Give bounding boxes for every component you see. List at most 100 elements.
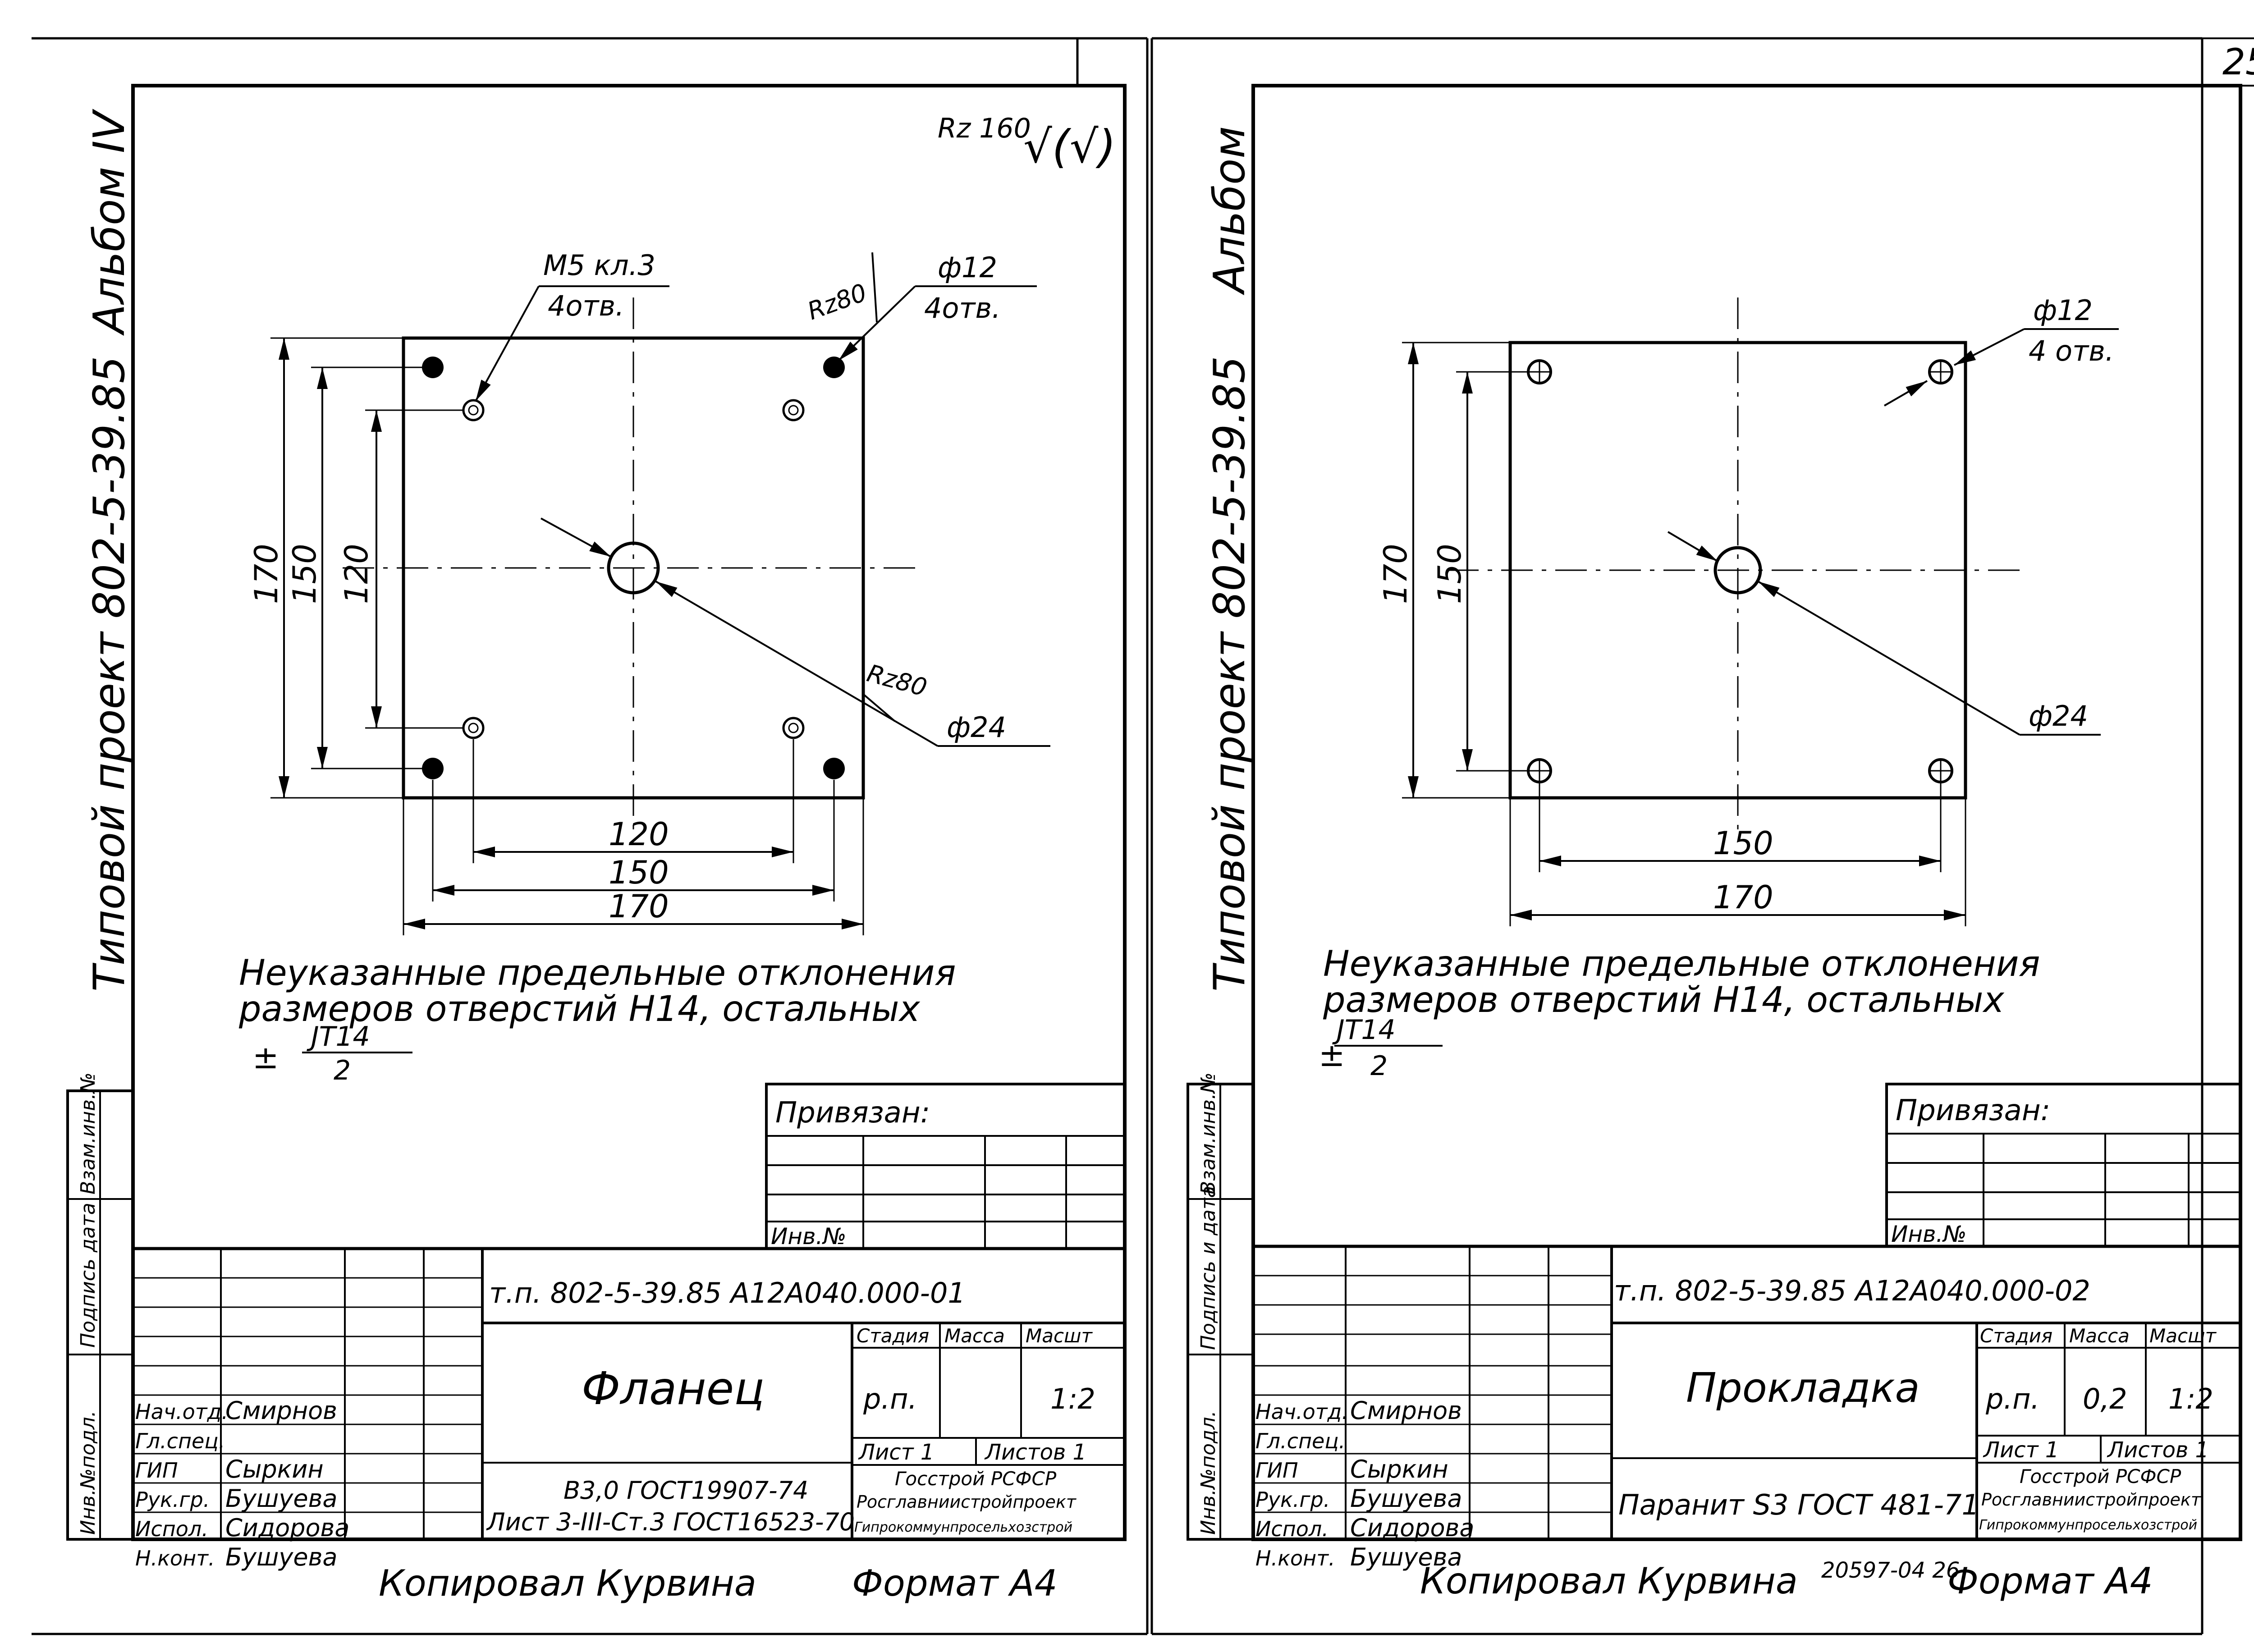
org3: Гипрокоммунпросельхозстрой (854, 1519, 1072, 1535)
dim-v-150: 150 (286, 544, 323, 604)
sheets-label: Листов 1 (2107, 1437, 2209, 1463)
stage-value: р.п. (1985, 1382, 2039, 1415)
sheet-label: Лист 1 (858, 1440, 934, 1465)
org1: Госстрой РСФСР (2020, 1465, 2181, 1487)
role-5: Н.конт. (135, 1546, 215, 1570)
org3: Гипрокоммунпросельхозстрой (1979, 1517, 2197, 1533)
horizontal-dimensions (1509, 782, 1966, 926)
album-label: Альбом IV (85, 109, 134, 336)
callout-thread-size: М5 кл.3 (543, 249, 655, 282)
stage-header: Стадия (1980, 1325, 2052, 1347)
scale-header: Масшт (1026, 1325, 1093, 1347)
note-line2: размеров отверстий Н14, остальных (238, 989, 920, 1030)
note-tol-den: 2 (334, 1055, 351, 1086)
surface-mark: Rz 160 (938, 113, 1031, 144)
org2: Росглавниистройпроект (1981, 1490, 2202, 1510)
corner-holes (1527, 359, 1953, 783)
inv-label: Инв.№ (1891, 1221, 1966, 1247)
side-stamp-sign: Подпись дата (77, 1203, 100, 1348)
role-1: Гл.спец. (1255, 1429, 1345, 1453)
name-5: Бушуева (1350, 1543, 1462, 1571)
role-2: ГИП (1255, 1458, 1298, 1483)
center-hole (1713, 546, 1762, 595)
dim-h-150: 150 (1713, 825, 1773, 862)
part-name: Фланец (582, 1362, 765, 1415)
note-line1: Неуказанные предельные отклонения (1323, 944, 2040, 984)
bound-title: Привязан: (775, 1096, 930, 1130)
dim-h-170: 170 (609, 888, 669, 925)
corner-holes (422, 357, 845, 779)
role-1: Гл.спец. (135, 1429, 225, 1453)
side-stamp: Инв.№подл. Подпись и дата Взам.инв.№ (1187, 1072, 1255, 1541)
name-0: Смирнов (1350, 1396, 1462, 1425)
name-3: Бушуева (225, 1484, 338, 1513)
name-2: Сыркин (1350, 1455, 1448, 1483)
note-line2: размеров отверстий Н14, остальных (1323, 980, 2004, 1020)
scale-value: 1:2 (1050, 1382, 1095, 1415)
org1: Госстрой РСФСР (895, 1468, 1057, 1490)
left-sheet: Альбом IV Типовой проект 802-5-39.85 Инв… (66, 84, 1127, 1604)
format-label: Формат А4 (1947, 1560, 2153, 1602)
note-tol-sign: ± (252, 1039, 279, 1076)
note-tol-num: JT14 (1332, 1014, 1396, 1046)
callout-thread (475, 285, 669, 402)
name-3: Бушуева (1350, 1484, 1462, 1513)
format-label: Формат А4 (852, 1562, 1058, 1604)
material-line1: В3,0 ГОСТ19907-74 (564, 1476, 808, 1505)
side-stamp-inv: Инв.№подл. (77, 1410, 100, 1535)
callout-center-size: ф24 (2029, 700, 2088, 732)
role-3: Рук.гр. (135, 1487, 210, 1512)
inv-label: Инв.№ (771, 1223, 846, 1249)
dim-h-120: 120 (609, 816, 669, 853)
part-name: Прокладка (1686, 1364, 1920, 1412)
role-3: Рук.гр. (1255, 1487, 1330, 1512)
side-stamp-replace: Взам.инв.№ (77, 1072, 100, 1194)
dim-h-170: 170 (1713, 879, 1773, 916)
role-0: Нач.отд. (1255, 1400, 1348, 1424)
side-stamp-sign: Подпись и дата (1197, 1186, 1220, 1350)
archive-code: 20597-04 26 (1821, 1558, 1960, 1583)
doc-code: т.п. 802-5-39.85 А12А040.000-01 (489, 1277, 966, 1309)
sheets-label: Листов 1 (984, 1440, 1086, 1465)
role-5: Н.конт. (1255, 1546, 1335, 1570)
outer-frame (32, 37, 2254, 1635)
callout-small-hole-count: 4отв. (924, 292, 1001, 325)
callout-center-size: ф24 (947, 711, 1006, 744)
stage-value: р.п. (863, 1382, 917, 1415)
callout-center (1667, 531, 2101, 736)
name-5: Бушуева (225, 1543, 338, 1571)
dim-v-170: 170 (248, 544, 285, 604)
vertical-dimensions (1402, 342, 1528, 799)
callout-small-hole-size: ф12 (2033, 294, 2093, 327)
vertical-dimensions (270, 337, 464, 799)
callout-small-hole (838, 252, 1037, 362)
callout-rz80-right: Rz80 (864, 659, 930, 702)
name-2: Сыркин (225, 1455, 324, 1483)
name-4: Сидорова (225, 1514, 349, 1542)
center-hole (607, 541, 660, 595)
dim-h-150: 150 (609, 854, 669, 891)
surface-mark-symbol: √(√) (1023, 120, 1116, 173)
note-tol-num: JT14 (307, 1021, 370, 1053)
note-tol-den: 2 (1370, 1050, 1388, 1082)
left-inner-frame (131, 84, 1127, 1541)
project-label: Типовой проект 802-5-39.85 (1205, 356, 1255, 992)
callout-center (541, 517, 1050, 747)
callout-small-hole-size: ф12 (938, 251, 997, 284)
title-block (1253, 1245, 2240, 1539)
mass-header: Масса (944, 1325, 1005, 1347)
scale-header: Масшт (2149, 1325, 2217, 1347)
dim-v-120: 120 (338, 544, 375, 604)
copied-label: Копировал Курвина (379, 1562, 756, 1604)
binding-table (1885, 1083, 2242, 1248)
mass-value: 0,2 (2083, 1382, 2127, 1415)
role-2: ГИП (135, 1458, 178, 1483)
dim-v-150: 150 (1431, 544, 1468, 604)
material-line2: Лист 3-III-Ст.3 ГОСТ16523-70 (486, 1508, 855, 1536)
doc-code: т.п. 802-5-39.85 А12А040.000-02 (1614, 1274, 2090, 1307)
scale-value: 1:2 (2168, 1382, 2213, 1415)
role-4: Испол. (1255, 1517, 1329, 1541)
title-block (133, 1247, 1125, 1539)
callout-small-hole (1883, 328, 2119, 407)
